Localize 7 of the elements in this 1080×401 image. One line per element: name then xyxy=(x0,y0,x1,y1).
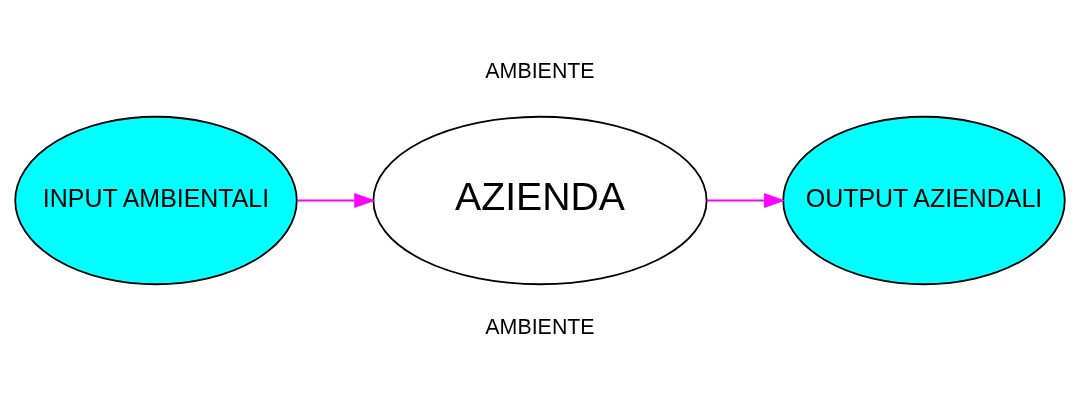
node-ellipse: AZIENDA xyxy=(372,115,708,286)
label: AMBIENTE xyxy=(485,58,595,83)
label: AMBIENTE xyxy=(485,315,595,340)
arrow xyxy=(706,193,786,208)
node-ellipse: OUTPUT AZIENDALI xyxy=(782,115,1066,286)
node-ellipse: INPUT AMBIENTALI xyxy=(14,115,298,286)
arrow xyxy=(296,193,376,208)
